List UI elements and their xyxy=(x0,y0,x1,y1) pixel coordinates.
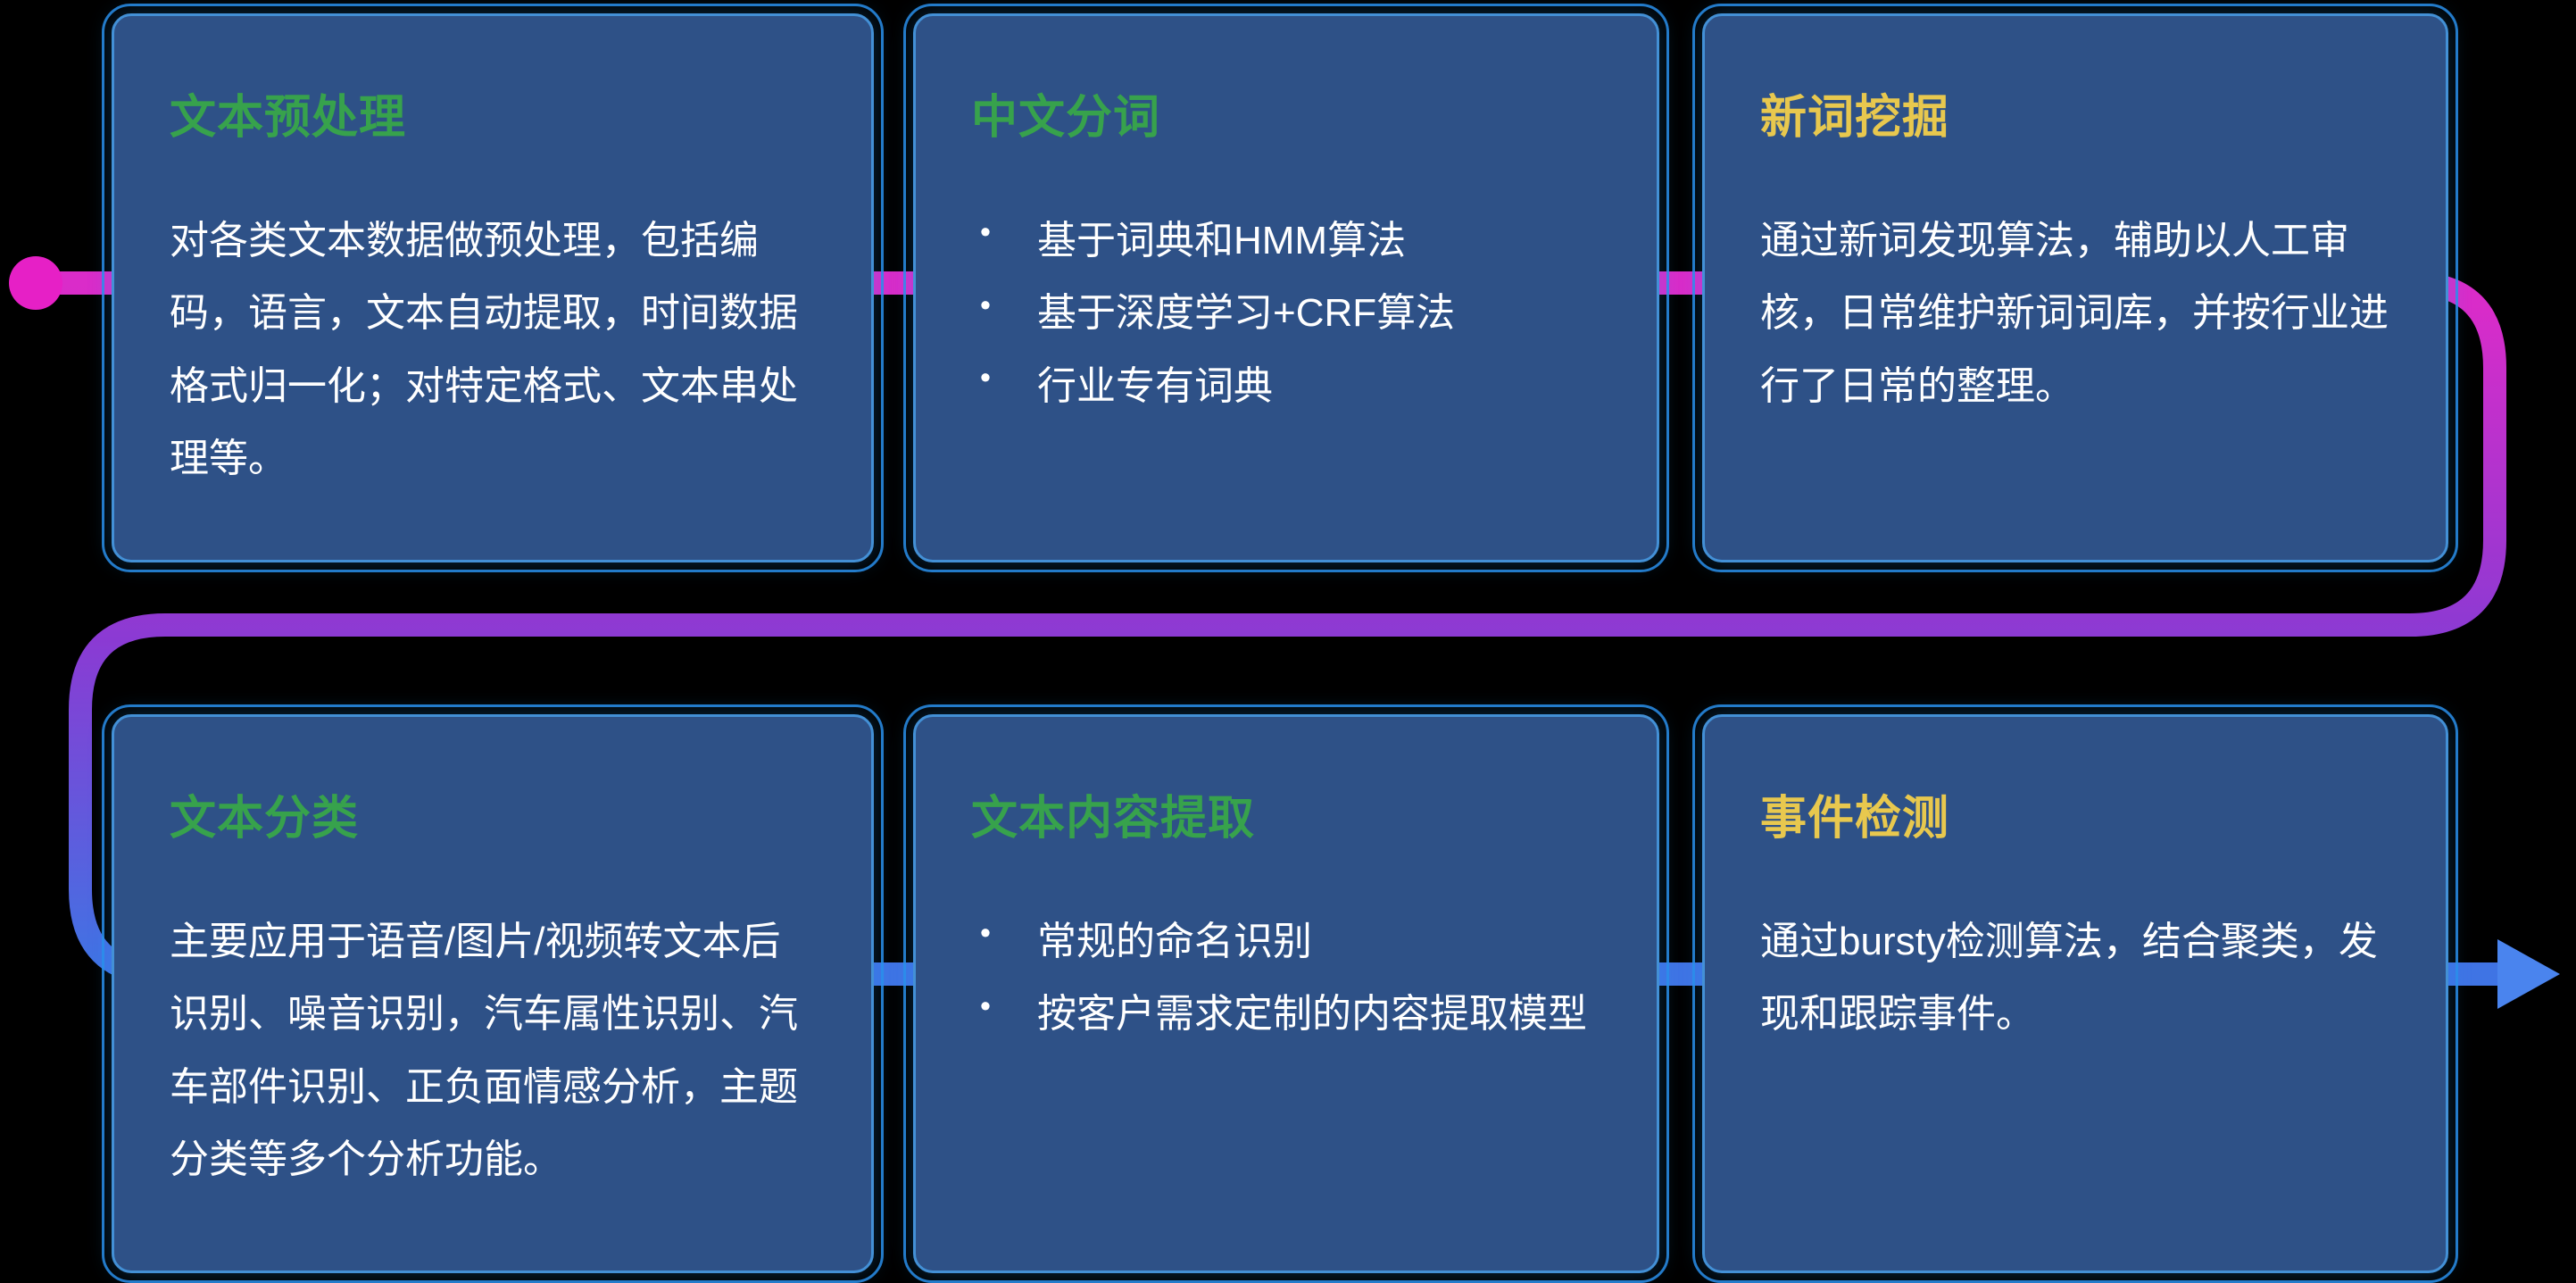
card-title: 新词挖掘 xyxy=(1760,92,1950,144)
card-new-word-mining: 新词挖掘 通过新词发现算法，辅助以人工审核，日常维护新词词库，并按行业进行了日常… xyxy=(1692,4,2458,572)
card-text-content-extraction: 文本内容提取 常规的命名识别 按客户需求定制的内容提取模型 xyxy=(903,704,1669,1283)
card-text-preprocessing: 文本预处理 对各类文本数据做预处理，包括编码，语言，文本自动提取，时间数据格式归… xyxy=(102,4,884,572)
flow-start-dot-icon xyxy=(9,256,62,310)
card-event-detection: 事件检测 通过bursty检测算法，结合聚类，发现和跟踪事件。 xyxy=(1692,704,2458,1283)
card-title: 事件检测 xyxy=(1760,793,1950,845)
card-body: 主要应用于语音/图片/视频转文本后识别、噪音识别，汽车属性识别、汽车部件识别、正… xyxy=(170,919,798,1181)
card-body: 通过bursty检测算法，结合聚类，发现和跟踪事件。 xyxy=(1760,919,2378,1037)
bullet-item: 按客户需求定制的内容提取模型 xyxy=(971,978,1601,1050)
card-title: 文本预处理 xyxy=(170,92,407,144)
card-body: 通过新词发现算法，辅助以人工审核，日常维护新词词库，并按行业进行了日常的整理。 xyxy=(1760,218,2389,408)
bullet-item: 常规的命名识别 xyxy=(971,905,1601,978)
bullet-item: 基于词典和HMM算法 xyxy=(971,204,1601,277)
card-title: 文本内容提取 xyxy=(971,793,1256,845)
bullet-item: 行业专有词典 xyxy=(971,350,1601,422)
card-text-classification: 文本分类 主要应用于语音/图片/视频转文本后识别、噪音识别，汽车属性识别、汽车部… xyxy=(102,704,884,1283)
card-chinese-word-segmentation: 中文分词 基于词典和HMM算法 基于深度学习+CRF算法 行业专有词典 xyxy=(903,4,1669,572)
flow-end-arrow-icon xyxy=(2497,939,2560,1009)
flow-path xyxy=(36,271,2506,986)
bullet-list: 常规的命名识别 按客户需求定制的内容提取模型 xyxy=(971,905,1601,1051)
card-title: 中文分词 xyxy=(971,92,1161,144)
bullet-item: 基于深度学习+CRF算法 xyxy=(971,277,1601,349)
card-title: 文本分类 xyxy=(170,793,360,845)
bullet-list: 基于词典和HMM算法 基于深度学习+CRF算法 行业专有词典 xyxy=(971,204,1601,422)
card-body: 对各类文本数据做预处理，包括编码，语言，文本自动提取，时间数据格式归一化；对特定… xyxy=(170,218,798,480)
